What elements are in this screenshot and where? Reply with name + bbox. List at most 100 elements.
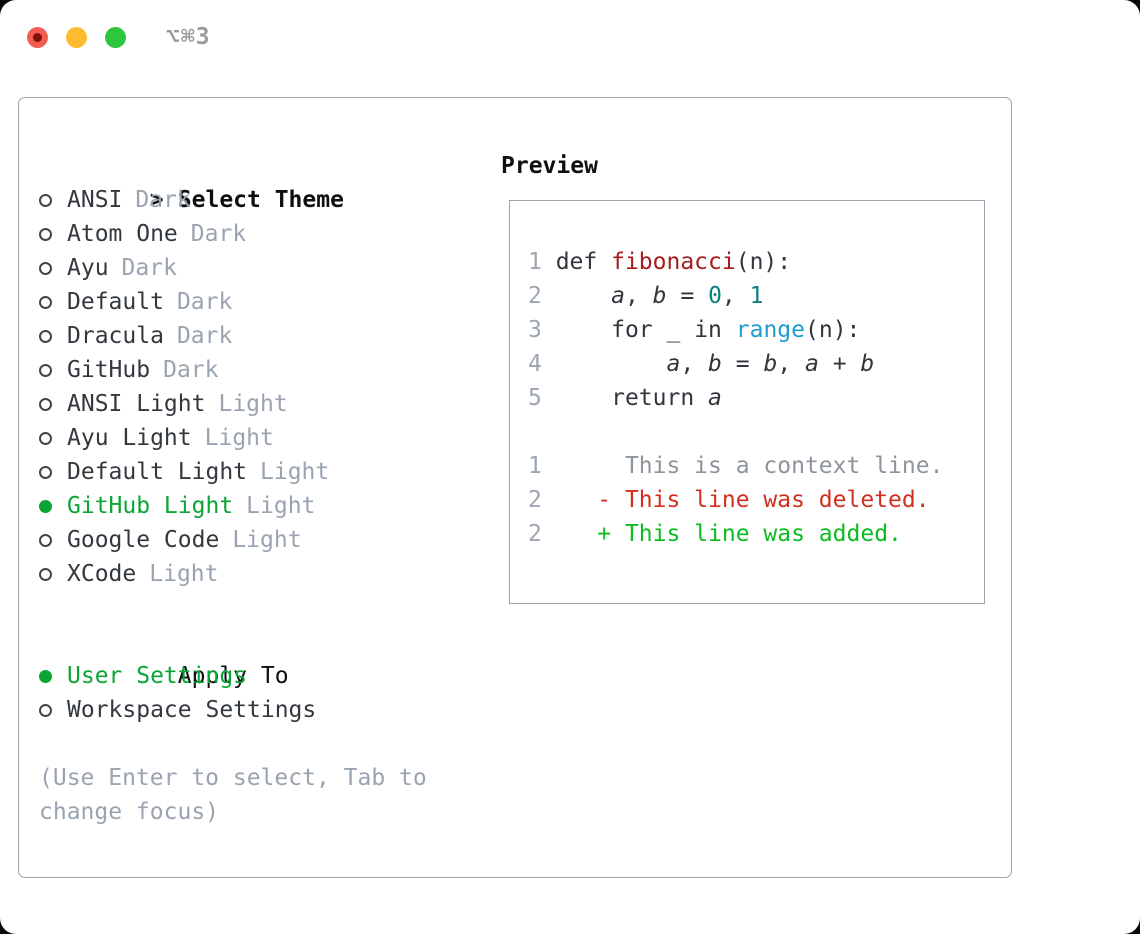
code-segment-plain: , [721, 283, 750, 309]
window-title: ⌥⌘3 [166, 24, 211, 50]
theme-option-label: Default Light [67, 459, 248, 485]
code-segment-plain: , [777, 351, 806, 377]
radio-icon [39, 387, 67, 421]
apply-option-workspace-settings[interactable]: Workspace Settings [39, 693, 479, 727]
code-segment-function: fibonacci [611, 249, 736, 275]
line-number [528, 419, 556, 445]
code-segment-number: 0 [708, 283, 722, 309]
apply-to-header-row: Apply To [39, 625, 479, 689]
radio-ring-circle [39, 194, 52, 207]
preview-line: 1 def fibonacci(n): [528, 245, 984, 279]
apply-option-label: Workspace Settings [67, 697, 317, 723]
code-segment-plain [556, 521, 598, 547]
code-segment-var: a [611, 283, 625, 309]
code-segment-var: b [860, 351, 875, 377]
code-segment-var: b [708, 351, 722, 377]
line-number: 1 [528, 453, 556, 479]
line-number: 2 [528, 487, 556, 513]
code-segment-plain: (n): [805, 317, 861, 343]
code-segment-plain: = [666, 283, 709, 309]
cursor-icon: > [149, 187, 164, 213]
help-line-1: (Use Enter to select, Tab to [39, 765, 427, 791]
code-segment-var: a [666, 351, 681, 377]
code-segment-context: This is a context line. [555, 453, 944, 479]
radio-selected-icon [39, 659, 67, 693]
preview-header: Preview [501, 153, 598, 179]
minimize-button[interactable] [66, 26, 87, 48]
zoom-button[interactable] [105, 26, 126, 48]
radio-icon [39, 693, 67, 727]
spacer [39, 591, 479, 625]
radio-ring-circle [39, 398, 52, 411]
line-number: 3 [528, 317, 556, 343]
theme-option-label: Default [67, 289, 164, 315]
theme-variant-badge: Dark [176, 323, 233, 349]
theme-option-ansi-light[interactable]: ANSI Light Light [39, 387, 479, 421]
radio-selected-icon [39, 489, 67, 523]
code-segment-builtin: range [735, 317, 805, 343]
preview-line: 1 This is a context line. [528, 449, 984, 483]
preview-line: 2 + This line was added. [528, 517, 984, 551]
code-segment-var: b [652, 283, 667, 309]
line-number: 4 [528, 351, 556, 377]
code-segment-keyword: for [611, 317, 653, 343]
theme-variant-badge: Light [218, 391, 288, 417]
theme-option-label: GitHub Light [67, 493, 234, 519]
spacer [39, 727, 479, 761]
theme-variant-badge: Light [246, 493, 316, 519]
theme-option-label: Dracula [67, 323, 164, 349]
preview-line: 2 - This line was deleted. [528, 483, 984, 517]
apply-option-user-settings[interactable]: User Settings [39, 659, 479, 693]
select-theme-header-row: >Select Theme [39, 149, 479, 213]
theme-option-label: ANSI Light [67, 391, 206, 417]
preview-line: 2 a, b = 0, 1 [528, 279, 984, 313]
apply-option-label: User Settings [67, 663, 248, 689]
radio-icon [39, 523, 67, 557]
theme-option-github-light[interactable]: GitHub Light Light [39, 489, 479, 523]
code-segment-plain [556, 487, 598, 513]
radio-ring-circle [39, 466, 52, 479]
code-segment-plain [556, 385, 611, 411]
preview-line: 5 return a [528, 381, 984, 415]
radio-ring-circle [39, 432, 52, 445]
code-segment-var: a [708, 385, 722, 411]
line-number: 5 [528, 385, 556, 411]
apply-to-header: Apply To [177, 663, 289, 689]
code-segment-plain: = [721, 351, 764, 377]
radio-ring-circle [39, 330, 52, 343]
radio-filled-dot [39, 670, 52, 683]
preview-line: 3 for _ in range(n): [528, 313, 984, 347]
help-line-2: change focus) [39, 799, 220, 825]
radio-icon [39, 557, 67, 591]
code-segment-plain [694, 385, 708, 411]
code-segment-keyword: return [611, 385, 695, 411]
theme-option-label: Ayu [67, 255, 109, 281]
theme-option-dracula[interactable]: Dracula Dark [39, 319, 479, 353]
theme-variant-badge: Dark [190, 221, 247, 247]
preview-blank-line [528, 415, 984, 449]
radio-icon [39, 285, 67, 319]
theme-variant-badge: Light [204, 425, 274, 451]
radio-ring-circle [39, 704, 52, 717]
code-segment-var: a [805, 351, 819, 377]
radio-ring-circle [39, 228, 52, 241]
radio-ring-circle [39, 534, 52, 547]
code-segment-plain: , [680, 351, 709, 377]
code-segment-number: 1 [749, 283, 764, 309]
line-number: 1 [528, 249, 556, 275]
close-button[interactable] [27, 26, 48, 48]
